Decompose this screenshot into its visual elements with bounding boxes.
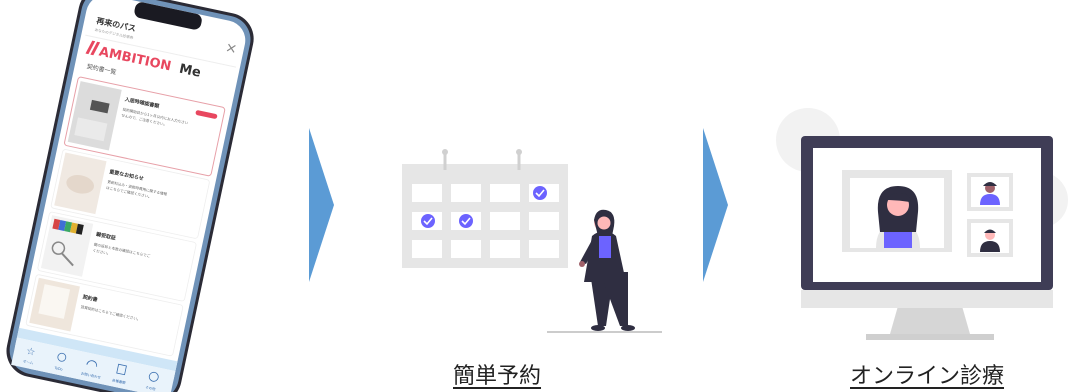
step-label-online: オンライン診療 bbox=[850, 364, 1005, 389]
list-item[interactable]: 重要なお知らせ 更新料込み・退館時費用に関する情報 はこちらでご確認ください。 bbox=[50, 149, 210, 239]
tab-documents[interactable]: 各種書類 bbox=[112, 363, 130, 386]
step-arrow-2 bbox=[703, 128, 728, 282]
card-title: 鍵受取証 bbox=[95, 231, 116, 242]
info-bar bbox=[16, 327, 178, 372]
check-icon bbox=[421, 214, 435, 228]
tab-bar: ☆ ホーム ToDo お問い合わせ 各種書類 その他 bbox=[11, 337, 176, 392]
close-icon[interactable] bbox=[226, 43, 236, 53]
tab-more[interactable]: その他 bbox=[145, 371, 159, 391]
tab-label: お問い合わせ bbox=[80, 371, 102, 380]
brand-suffix: Me bbox=[178, 62, 203, 81]
tab-label: 各種書類 bbox=[112, 377, 127, 385]
calendar-illustration bbox=[402, 149, 568, 268]
status-badge bbox=[195, 110, 218, 119]
step-label-booking: 簡単予約 bbox=[453, 364, 542, 389]
star-icon: ☆ bbox=[25, 346, 36, 359]
card-desc: ください。 bbox=[92, 247, 111, 256]
tab-label: ホーム bbox=[23, 358, 34, 365]
headset-icon bbox=[86, 360, 98, 367]
document-icon bbox=[116, 363, 127, 376]
step-arrow-1 bbox=[309, 128, 334, 282]
smartphone: 再来のパス あなたのデジタル診察券 AMBITION Me 契約書一覧 入居時確… bbox=[6, 0, 254, 392]
card-title: 契約書 bbox=[81, 293, 98, 303]
tab-todo[interactable]: ToDo bbox=[53, 352, 67, 372]
person-illustration bbox=[547, 209, 662, 333]
monitor-illustration bbox=[776, 108, 1068, 340]
list-item[interactable]: 契約書 賃貸契約はこちらでご確認ください。 bbox=[25, 274, 184, 357]
check-icon bbox=[459, 214, 473, 228]
more-icon bbox=[148, 371, 159, 382]
tab-contact[interactable]: お問い合わせ bbox=[80, 359, 104, 380]
phone-notch bbox=[134, 2, 202, 30]
list-item[interactable]: 鍵受取証 鍵の返却と本数の確認はこちらでご ください。 bbox=[37, 211, 197, 302]
tab-label: ToDo bbox=[53, 366, 63, 372]
tab-home[interactable]: ☆ ホーム bbox=[23, 346, 37, 366]
list-item[interactable]: 入居時確認書類 契約開始日から1ヶ月以内にお入力ださい せんので、ご注意ください… bbox=[64, 76, 226, 177]
lightbulb-icon bbox=[57, 352, 67, 362]
check-icon bbox=[533, 186, 547, 200]
tab-label: その他 bbox=[145, 384, 157, 391]
